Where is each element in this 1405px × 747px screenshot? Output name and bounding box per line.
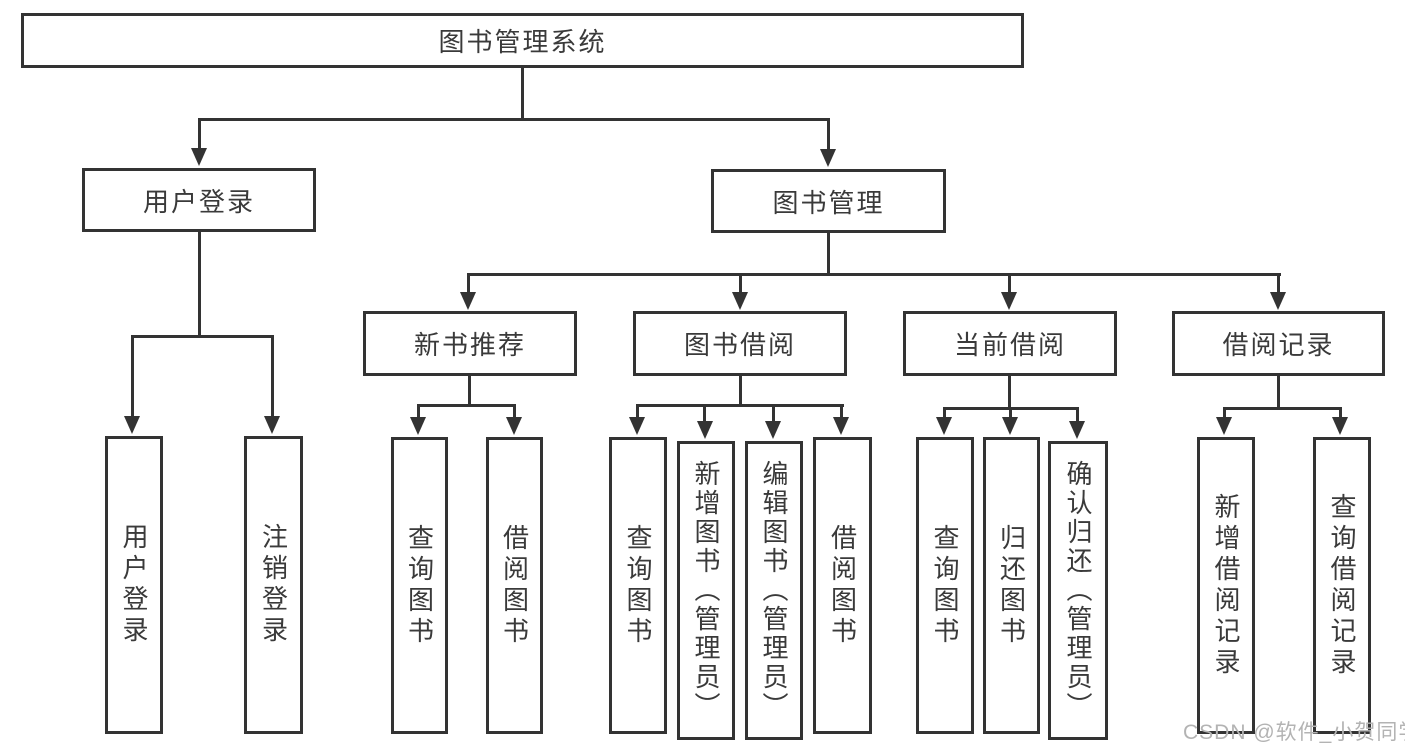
node-label: 注销登录 (258, 523, 289, 647)
node-leaf-user-login: 用户登录 (105, 436, 163, 734)
arrowhead-down-icon (820, 149, 836, 167)
node-label: 借阅图书 (827, 523, 858, 648)
node-leaf-nb-query-books: 查询图书 (391, 437, 448, 734)
node-current-borrow: 当前借阅 (903, 311, 1117, 376)
node-leaf-cb-query-books: 查询图书 (916, 437, 974, 734)
node-leaf-bb-add-books-admin: 新增图书（管理员） (677, 441, 735, 740)
node-leaf-br-query-record: 查询借阅记录 (1313, 437, 1371, 734)
connector-line (417, 404, 516, 407)
node-label: 图书管理系统 (438, 27, 607, 57)
arrowhead-down-icon (936, 417, 952, 435)
connector-line (417, 404, 420, 419)
node-label: 确认归还（管理员） (1063, 460, 1093, 721)
connector-line (739, 273, 742, 294)
node-leaf-bb-query-books: 查询图书 (609, 437, 667, 734)
connector-line (521, 68, 524, 118)
node-label: 用户登录 (142, 186, 255, 217)
connector-line (636, 404, 639, 419)
node-label: 新增借阅记录 (1211, 492, 1241, 679)
connector-line (198, 118, 201, 150)
connector-line (1008, 273, 1011, 294)
node-leaf-nb-borrow-books: 借阅图书 (486, 437, 543, 734)
node-label: 图书借阅 (683, 330, 796, 360)
connector-line (513, 404, 516, 419)
arrowhead-down-icon (833, 417, 849, 435)
node-book-management: 图书管理 (711, 169, 946, 233)
connector-line (1009, 407, 1012, 419)
node-label: 查询借阅记录 (1327, 492, 1357, 679)
arrowhead-down-icon (732, 292, 748, 310)
arrowhead-down-icon (1270, 292, 1286, 310)
connector-line (198, 232, 201, 337)
arrowhead-down-icon (191, 148, 207, 166)
connector-line (1277, 273, 1280, 294)
arrowhead-down-icon (410, 417, 426, 435)
arrowhead-down-icon (1332, 417, 1348, 435)
connector-line (468, 376, 471, 406)
connector-line (827, 233, 830, 275)
connector-line (943, 407, 946, 419)
arrowhead-down-icon (506, 417, 522, 435)
connector-line (840, 404, 843, 419)
connector-line (467, 273, 470, 294)
node-label: 借阅图书 (499, 523, 530, 648)
node-label: 当前借阅 (953, 330, 1066, 360)
connector-line (1076, 407, 1079, 423)
watermark: CSDN @软件_小贺同学 (1183, 721, 1405, 744)
node-label: 新增图书（管理员） (691, 460, 721, 721)
node-label: 新书推荐 (413, 330, 526, 360)
arrowhead-down-icon (765, 421, 781, 439)
connector-line (827, 118, 830, 150)
connector-line (636, 404, 844, 407)
connector-line (131, 335, 274, 338)
node-leaf-logout: 注销登录 (244, 436, 303, 734)
connector-line (131, 335, 134, 417)
connector-line (739, 376, 742, 406)
connector-line (772, 404, 775, 423)
arrowhead-down-icon (1001, 292, 1017, 310)
node-leaf-br-add-record: 新增借阅记录 (1197, 437, 1255, 734)
arrowhead-down-icon (1002, 417, 1018, 435)
connector-line (271, 335, 274, 417)
arrowhead-down-icon (124, 416, 140, 434)
arrowhead-down-icon (460, 292, 476, 310)
node-root-library-system: 图书管理系统 (21, 13, 1024, 68)
node-new-book-recommend: 新书推荐 (363, 311, 577, 376)
node-label: 查询图书 (404, 523, 435, 648)
arrowhead-down-icon (264, 416, 280, 434)
connector-line (1223, 407, 1226, 419)
arrowhead-down-icon (629, 417, 645, 435)
node-borrow-records: 借阅记录 (1172, 311, 1385, 376)
connector-line (198, 118, 830, 121)
connector-line (1339, 407, 1342, 419)
node-leaf-cb-confirm-return-admin: 确认归还（管理员） (1048, 441, 1108, 740)
node-label: 查询图书 (930, 523, 960, 648)
node-label: 编辑图书（管理员） (759, 460, 789, 721)
node-leaf-bb-edit-books-admin: 编辑图书（管理员） (745, 441, 803, 740)
connector-line (1008, 376, 1011, 409)
connector-line (467, 273, 1281, 276)
node-label: 用户登录 (119, 523, 149, 647)
node-label: 借阅记录 (1222, 330, 1335, 360)
node-label: 查询图书 (623, 523, 653, 648)
node-label: 图书管理 (772, 187, 885, 218)
connector-line (703, 404, 706, 423)
connector-line (1223, 407, 1342, 410)
node-book-borrow: 图书借阅 (633, 311, 847, 376)
connector-line (1277, 376, 1280, 409)
node-user-login: 用户登录 (82, 168, 316, 232)
node-leaf-bb-borrow-books: 借阅图书 (813, 437, 872, 734)
arrowhead-down-icon (697, 421, 713, 439)
node-label: 归还图书 (996, 523, 1027, 648)
arrowhead-down-icon (1069, 421, 1085, 439)
arrowhead-down-icon (1216, 417, 1232, 435)
node-leaf-cb-return-books: 归还图书 (983, 437, 1040, 734)
